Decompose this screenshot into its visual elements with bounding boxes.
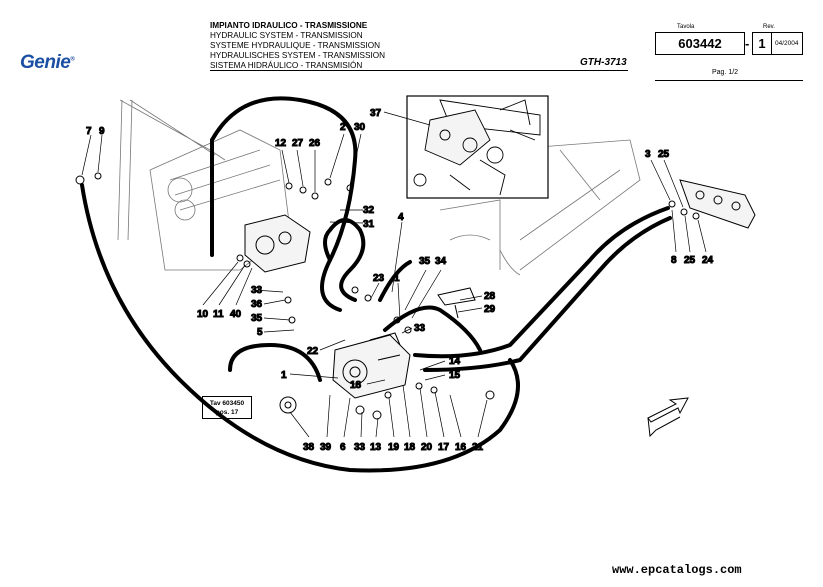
callout-6: 6 bbox=[340, 442, 346, 453]
callout-40: 40 bbox=[230, 309, 242, 320]
callout-37: 37 bbox=[370, 108, 382, 119]
title-english: HYDRAULIC SYSTEM - TRANSMISSION bbox=[210, 31, 363, 40]
callout-30: 30 bbox=[354, 122, 366, 133]
rev-date: 04/2004 bbox=[775, 40, 799, 47]
rev-label: Rev. bbox=[763, 24, 775, 30]
callout-23: 23 bbox=[373, 273, 385, 284]
callout-27: 27 bbox=[292, 138, 304, 149]
callout-20: 20 bbox=[421, 442, 433, 453]
reference-box: Tav 603450 pos. 17 bbox=[202, 396, 252, 419]
title-italian: IMPIANTO IDRAULICO - TRASMISSIONE bbox=[210, 21, 368, 30]
callout-17: 17 bbox=[438, 442, 450, 453]
callout-33-left: 33 bbox=[251, 285, 263, 296]
callout-7: 7 bbox=[86, 126, 92, 137]
tavola-separator: - bbox=[745, 36, 750, 51]
callout-21: 21 bbox=[472, 442, 484, 453]
callout-22: 22 bbox=[307, 346, 319, 357]
callout-39: 39 bbox=[320, 442, 332, 453]
rev-date-box bbox=[772, 32, 803, 55]
callout-31: 31 bbox=[363, 219, 375, 230]
direction-arrow bbox=[647, 397, 689, 438]
hydraulic-hoses bbox=[80, 96, 672, 473]
callout-33-center: 33 bbox=[414, 323, 426, 334]
callout-9: 9 bbox=[99, 126, 105, 137]
fittings bbox=[75, 172, 700, 400]
callout-19: 19 bbox=[388, 442, 400, 453]
page-rule bbox=[655, 80, 803, 81]
callout-10: 10 bbox=[197, 309, 209, 320]
callout-34: 34 bbox=[435, 256, 447, 267]
model-number: GTH-3713 bbox=[580, 57, 627, 68]
callout-1-top: 1 bbox=[394, 273, 400, 284]
header-rule bbox=[210, 70, 628, 71]
reference-position: pos. 17 bbox=[215, 409, 239, 416]
callout-18-bottom: 18 bbox=[404, 442, 416, 453]
callout-2: 2 bbox=[340, 122, 346, 133]
callout-5: 5 bbox=[257, 327, 263, 338]
callout-15: 15 bbox=[449, 370, 461, 381]
genie-logo: Genie® bbox=[20, 52, 75, 73]
tavola-number-box: 603442 bbox=[655, 32, 745, 55]
leader-lines bbox=[81, 111, 707, 438]
callout-33-bottom: 33 bbox=[354, 442, 366, 453]
callout-38: 38 bbox=[303, 442, 315, 453]
callout-4: 4 bbox=[398, 212, 404, 223]
callout-3: 3 bbox=[645, 149, 651, 160]
callout-36: 36 bbox=[251, 299, 263, 310]
callout-14: 14 bbox=[449, 356, 461, 367]
callout-numbers: 37 7 9 12 27 26 2 30 32 31 4 3 25 8 25 2… bbox=[86, 108, 715, 454]
callout-25-bottom: 25 bbox=[684, 255, 696, 266]
callout-35-top: 35 bbox=[419, 256, 431, 267]
footer-watermark: www.epcatalogs.com bbox=[612, 563, 742, 577]
tavola-number: 603442 bbox=[678, 36, 722, 51]
callout-11: 11 bbox=[213, 309, 224, 320]
gear-pump bbox=[244, 214, 311, 273]
machine-frame-outline bbox=[117, 99, 641, 276]
small-fitting-parts bbox=[279, 396, 382, 420]
callout-28: 28 bbox=[484, 291, 496, 302]
callout-12: 12 bbox=[275, 138, 287, 149]
detail-inset bbox=[406, 95, 549, 199]
callout-1-left: 1 bbox=[281, 370, 287, 381]
title-french: SYSTEME HYDRAULIQUE - TRANSMISSION bbox=[210, 41, 380, 50]
callout-18-center: 18 bbox=[350, 380, 362, 391]
reference-table: Tav 603450 bbox=[209, 400, 245, 407]
drive-motor-manifold bbox=[679, 179, 756, 229]
rev-number: 1 bbox=[758, 36, 766, 51]
callout-8: 8 bbox=[671, 255, 677, 266]
callout-26: 26 bbox=[309, 138, 321, 149]
callout-32: 32 bbox=[363, 205, 375, 216]
callout-25-top: 25 bbox=[658, 149, 670, 160]
hydrostatic-pump bbox=[332, 332, 411, 399]
callout-24: 24 bbox=[702, 255, 714, 266]
callout-16: 16 bbox=[455, 442, 467, 453]
callout-35-left: 35 bbox=[251, 313, 263, 324]
callout-29: 29 bbox=[484, 304, 496, 315]
callout-13: 13 bbox=[370, 442, 382, 453]
page-indicator: Pag. 1/2 bbox=[712, 69, 739, 76]
title-german: HYDRAULISCHES SYSTEM - TRANSMISSION bbox=[210, 51, 385, 60]
title-block: IMPIANTO IDRAULICO - TRASMISSIONE HYDRAU… bbox=[210, 21, 385, 71]
tavola-label: Tavola bbox=[677, 24, 695, 30]
rev-number-box: 1 bbox=[752, 32, 772, 55]
title-spanish: SISTEMA HIDRÁULICO - TRANSMISIÓN bbox=[210, 61, 363, 70]
